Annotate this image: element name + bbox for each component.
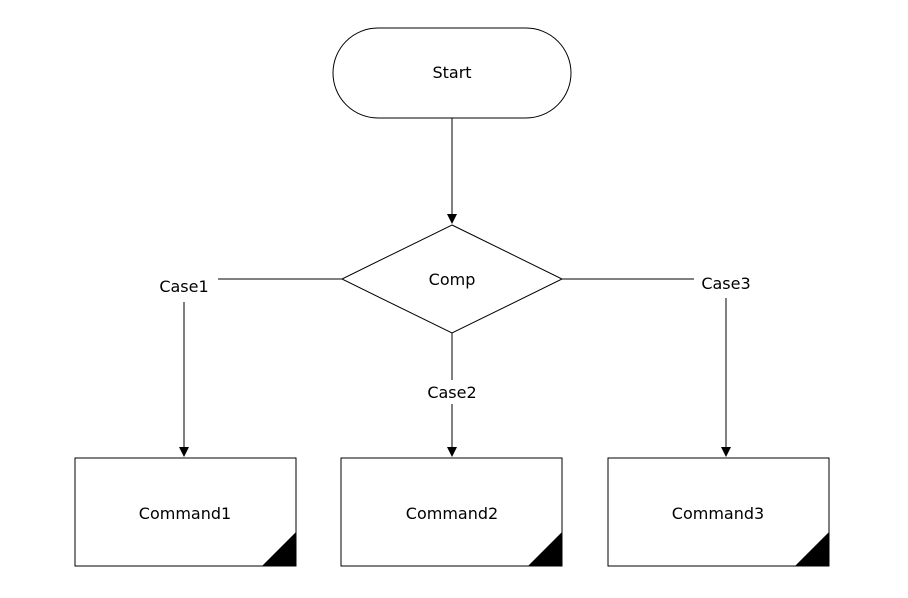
command-2-corner-mark bbox=[528, 532, 562, 566]
branch-2-connector: Case2 bbox=[427, 333, 477, 457]
start-label: Start bbox=[432, 63, 471, 82]
command-3-label: Command3 bbox=[672, 504, 764, 523]
start-node: Start bbox=[332, 27, 572, 119]
command-3-box-shape bbox=[607, 457, 830, 567]
command-1-node: Command1 bbox=[74, 457, 297, 567]
command-2-node: Command2 bbox=[340, 457, 563, 567]
branch-3-connector: Case3 bbox=[562, 274, 751, 457]
command-1-corner-mark bbox=[262, 532, 296, 566]
command-1-box-shape bbox=[74, 457, 297, 567]
branch-3-case-label: Case3 bbox=[701, 274, 750, 293]
command-3-node: Command3 bbox=[607, 457, 830, 567]
branch-1-case-label: Case1 bbox=[159, 277, 208, 296]
branch-2-case-label: Case2 bbox=[427, 383, 476, 402]
command-2-label: Command2 bbox=[406, 504, 498, 523]
decision-label: Comp bbox=[429, 270, 476, 289]
command-2-box-shape bbox=[340, 457, 563, 567]
command-1-label: Command1 bbox=[139, 504, 231, 523]
decision-node: Comp bbox=[340, 224, 564, 334]
command-3-corner-mark bbox=[795, 532, 829, 566]
branch-1-connector: Case1 bbox=[159, 277, 342, 457]
